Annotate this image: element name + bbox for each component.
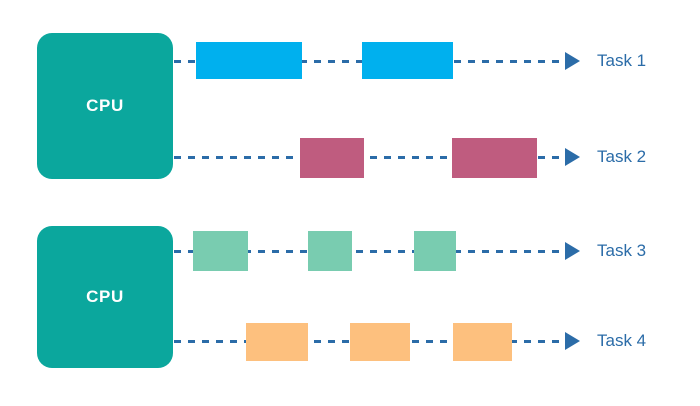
task-3-burst-3: [414, 231, 456, 271]
task-3-arrow-icon: [565, 242, 580, 260]
task-4-burst-1: [246, 323, 308, 361]
task-3-burst-1: [193, 231, 248, 271]
task-1-label: Task 1: [597, 51, 647, 70]
task-1-burst-2: [362, 42, 453, 79]
task-2-arrow-icon: [565, 148, 580, 166]
task-4-label: Task 4: [597, 331, 647, 350]
cpu-block-top: CPU: [37, 33, 173, 179]
task-3-label: Task 3: [597, 241, 647, 260]
cpu-block-bottom-label: CPU: [86, 287, 124, 306]
task-4-burst-3: [453, 323, 512, 361]
cpu-block-bottom: CPU: [37, 226, 173, 368]
task-3-burst-2: [308, 231, 352, 271]
task-3-timeline: [174, 250, 563, 253]
task-4-arrow-icon: [565, 332, 580, 350]
task-2-timeline: [174, 156, 563, 159]
task-2-label: Task 2: [597, 147, 647, 166]
task-1-arrow-icon: [565, 52, 580, 70]
task-2-burst-1: [300, 138, 364, 178]
task-2-burst-2: [452, 138, 537, 178]
task-4-burst-2: [350, 323, 410, 361]
cpu-block-top-label: CPU: [86, 96, 124, 115]
task-1-burst-1: [196, 42, 302, 79]
